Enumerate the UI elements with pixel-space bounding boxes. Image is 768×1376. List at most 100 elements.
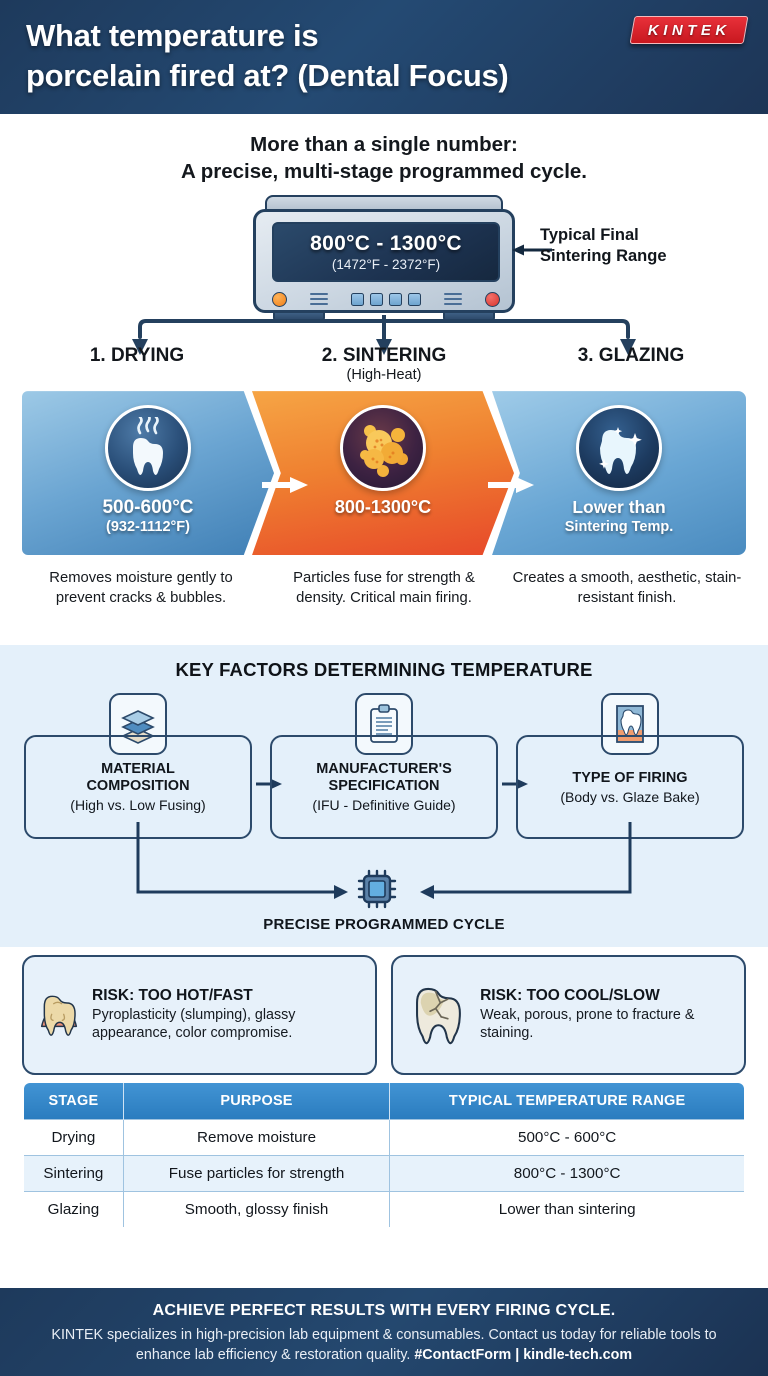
control-buttons xyxy=(351,292,421,306)
factor-arrow-1-icon xyxy=(256,778,282,790)
cell-stage: Drying xyxy=(24,1119,124,1156)
flow-arrow-1-icon xyxy=(262,477,308,494)
chevron-2-temp: 800-1300°C xyxy=(335,497,431,518)
cell-purpose: Fuse particles for strength xyxy=(123,1155,391,1192)
cell-range: Lower than sintering xyxy=(389,1191,744,1228)
stage-3-caption: Creates a smooth, aesthetic, stain-resis… xyxy=(512,570,742,606)
footer-body-text: KINTEK specializes in high-precision lab… xyxy=(51,1327,717,1363)
tooth-frame-icon xyxy=(601,693,659,756)
stage-titles: 1. DRYING 2. SINTERING (High-Heat) 3. GL… xyxy=(0,343,768,389)
risk-1-heading: RISK: TOO HOT/FAST xyxy=(92,987,253,1005)
cell-stage: Sintering xyxy=(24,1155,124,1192)
risk-card-too-cool: RISK: TOO COOL/SLOW Weak, porous, prone … xyxy=(391,955,746,1076)
stage-3-temp-sub: Sintering Temp. xyxy=(564,519,674,536)
flow-arrow-2-icon xyxy=(488,477,534,494)
cycle-join-lines xyxy=(136,822,632,900)
chevron-sintering: 800-1300°C xyxy=(252,391,514,556)
stage-3-temp-main: Lower than xyxy=(572,497,666,518)
stage-3-title: 3. GLAZING xyxy=(577,345,685,367)
cpu-chip-icon xyxy=(356,868,398,910)
subtitle: More than a single number: A precise, mu… xyxy=(0,114,768,191)
cell-range: 800°C - 1300°C xyxy=(389,1155,744,1192)
page-header: What temperature is porcelain fired at? … xyxy=(0,0,768,114)
table-row: Sintering Fuse particles for strength 80… xyxy=(24,1155,744,1192)
furnace-diagram: 800°C - 1300°C (1472°F - 2372°F) Typical… xyxy=(0,191,768,356)
fusing-particles-icon xyxy=(340,405,426,492)
table-body: Drying Remove moisture 500°C - 600°C Sin… xyxy=(24,1119,744,1228)
cell-purpose: Smooth, glossy finish xyxy=(123,1191,391,1228)
table-header-stage: STAGE xyxy=(24,1083,124,1120)
vent-lines-right-icon xyxy=(444,293,462,306)
stage-captions: Removes moisture gently to prevent crack… xyxy=(0,567,768,645)
stage-1-caption: Removes moisture gently to prevent crack… xyxy=(49,570,233,606)
risk-cards: RISK: TOO HOT/FAST Pyroplasticity (slump… xyxy=(0,947,768,1076)
stage-2-temp-main: 800-1300°C xyxy=(334,497,432,518)
stage-1-temp-main: 500-600°C xyxy=(102,497,194,519)
table-header-row: STAGE PURPOSE TYPICAL TEMPERATURE RANGE xyxy=(24,1083,744,1120)
stage-chevrons: 500-600°C (932-1112°F) xyxy=(0,391,768,563)
risk-2-heading: RISK: TOO COOL/SLOW xyxy=(480,987,660,1005)
chevron-3-temp: Lower than Sintering Temp. xyxy=(565,497,674,536)
factor-3-sub: (Body vs. Glaze Bake) xyxy=(560,788,700,805)
stage-1-temp-sub: (932-1112°F) xyxy=(106,519,190,536)
page-footer: ACHIEVE PERFECT RESULTS WITH EVERY FIRIN… xyxy=(0,1288,768,1376)
footer-body: KINTEK specializes in high-precision lab… xyxy=(26,1326,742,1365)
clipboard-icon xyxy=(355,693,413,756)
cell-stage: Glazing xyxy=(24,1191,124,1228)
subtitle-line-2: A precise, multi-stage programmed cycle. xyxy=(181,160,587,184)
factor-2-sub: (IFU - Definitive Guide) xyxy=(312,797,456,814)
steaming-tooth-icon xyxy=(105,405,191,492)
display-fahrenheit: (1472°F - 2372°F) xyxy=(331,257,441,273)
chevron-drying: 500-600°C (932-1112°F) xyxy=(22,391,274,556)
key-factors-grid: MATERIAL COMPOSITION (High vs. Low Fusin… xyxy=(0,693,768,868)
furnace-body: 800°C - 1300°C (1472°F - 2372°F) xyxy=(253,209,515,314)
stage-title-glazing: 3. GLAZING xyxy=(506,345,756,367)
slumped-tooth-icon xyxy=(40,995,78,1037)
programmed-cycle-block: PRECISE PROGRAMMED CYCLE xyxy=(0,822,768,954)
display-celsius: 800°C - 1300°C xyxy=(310,232,462,256)
callout-line-1: Typical Final xyxy=(540,226,639,245)
furnace-controls xyxy=(272,290,500,308)
chevron-1-temp: 500-600°C (932-1112°F) xyxy=(102,497,193,536)
table-row: Glazing Smooth, glossy finish Lower than… xyxy=(24,1191,744,1228)
stage-1-title: 1. DRYING xyxy=(89,345,185,367)
key-factors-heading: KEY FACTORS DETERMINING TEMPERATURE xyxy=(175,659,593,681)
risk-1-text: RISK: TOO HOT/FAST Pyroplasticity (slump… xyxy=(92,987,364,1042)
callout-line-2: Sintering Range xyxy=(540,246,667,265)
vent-lines-left-icon xyxy=(310,293,328,306)
cycle-label: PRECISE PROGRAMMED CYCLE xyxy=(263,916,505,934)
risk-2-body: Weak, porous, prone to fracture & staini… xyxy=(480,1007,695,1041)
factor-3-title: TYPE OF FIRING xyxy=(572,769,688,786)
stage-title-sintering: 2. SINTERING (High-Heat) xyxy=(259,345,509,383)
title-line-1: What temperature is xyxy=(26,18,319,53)
table-row: Drying Remove moisture 500°C - 600°C xyxy=(24,1119,744,1156)
factor-manufacturer-specification: MANUFACTURER'S SPECIFICATION (IFU - Defi… xyxy=(270,735,498,840)
title-line-2: porcelain fired at? (Dental Focus) xyxy=(26,57,509,93)
factor-1-title: MATERIAL COMPOSITION xyxy=(86,760,190,795)
furnace-device: 800°C - 1300°C (1472°F - 2372°F) xyxy=(253,195,515,327)
summary-table-wrap: STAGE PURPOSE TYPICAL TEMPERATURE RANGE … xyxy=(0,1075,768,1230)
footer-contact-link[interactable]: #ContactForm | kindle-tech.com xyxy=(414,1346,633,1363)
cracked-tooth-icon xyxy=(416,987,461,1045)
factor-2-title: MANUFACTURER'S SPECIFICATION xyxy=(316,760,452,795)
table-head: STAGE PURPOSE TYPICAL TEMPERATURE RANGE xyxy=(24,1083,744,1120)
factor-arrow-2-icon xyxy=(502,778,528,790)
logo-text: KINTEK xyxy=(647,21,731,39)
stage-2-caption: Particles fuse for strength & density. C… xyxy=(293,570,475,606)
stage-2-subtitle: (High-Heat) xyxy=(346,367,422,384)
page-title: What temperature is porcelain fired at? … xyxy=(26,16,626,95)
layers-icon xyxy=(109,693,167,756)
callout-label: Typical Final Sintering Range xyxy=(540,225,667,266)
summary-table: STAGE PURPOSE TYPICAL TEMPERATURE RANGE … xyxy=(22,1081,746,1230)
cell-purpose: Remove moisture xyxy=(123,1119,391,1156)
power-knob-icon xyxy=(272,291,287,307)
key-factors-section: KEY FACTORS DETERMINING TEMPERATURE xyxy=(0,645,768,948)
cell-range: 500°C - 600°C xyxy=(389,1119,744,1156)
kintek-logo: KINTEK xyxy=(629,16,749,44)
furnace-display: 800°C - 1300°C (1472°F - 2372°F) xyxy=(272,222,500,283)
branch-arrows xyxy=(132,315,636,356)
table-header-purpose: PURPOSE xyxy=(123,1083,391,1120)
risk-1-body: Pyroplasticity (slumping), glassy appear… xyxy=(92,1007,296,1041)
subtitle-line-1: More than a single number: xyxy=(250,133,518,156)
